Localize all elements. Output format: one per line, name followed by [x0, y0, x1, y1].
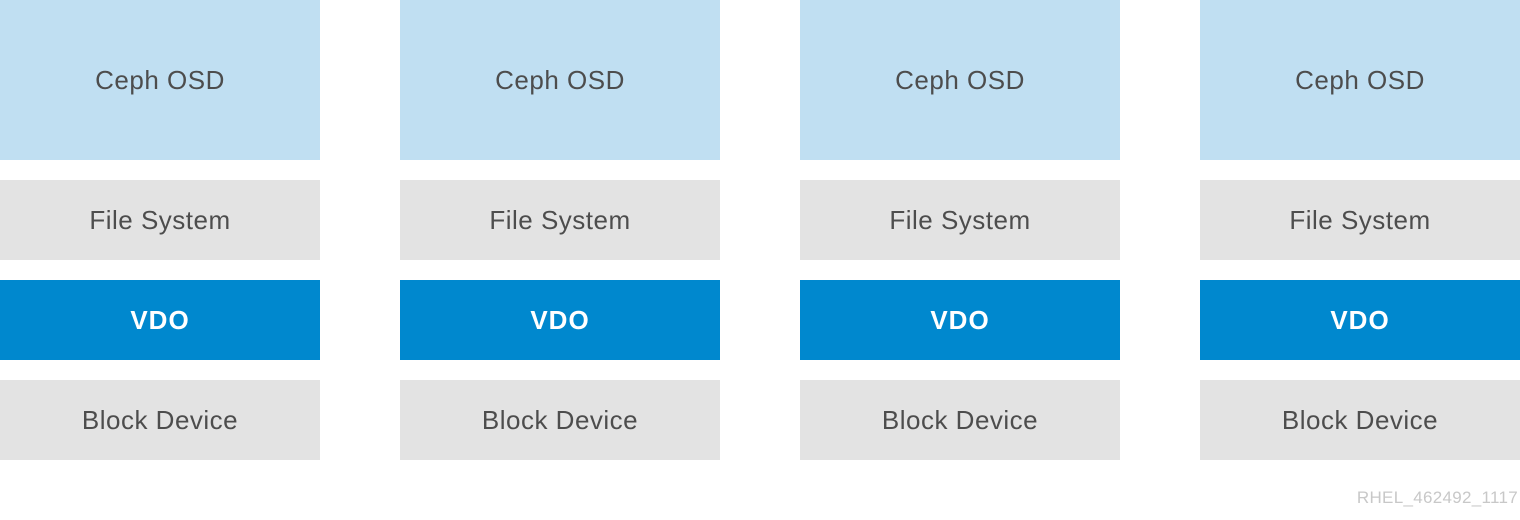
file-system-layer: File System: [800, 180, 1120, 260]
file-system-layer: File System: [1200, 180, 1520, 260]
block-device-layer: Block Device: [0, 380, 320, 460]
storage-stack-2: Ceph OSD File System VDO Block Device: [400, 0, 720, 460]
file-system-layer: File System: [0, 180, 320, 260]
ceph-osd-layer: Ceph OSD: [1200, 0, 1520, 160]
ceph-osd-layer: Ceph OSD: [0, 0, 320, 160]
vdo-layer: VDO: [0, 280, 320, 360]
storage-stack-3: Ceph OSD File System VDO Block Device: [800, 0, 1120, 460]
figure-id-watermark: RHEL_462492_1117: [1356, 488, 1518, 507]
vdo-layer: VDO: [800, 280, 1120, 360]
block-device-layer: Block Device: [1200, 380, 1520, 460]
vdo-layer: VDO: [400, 280, 720, 360]
block-device-layer: Block Device: [400, 380, 720, 460]
storage-stack-4: Ceph OSD File System VDO Block Device: [1200, 0, 1520, 460]
ceph-osd-layer: Ceph OSD: [400, 0, 720, 160]
ceph-osd-layer: Ceph OSD: [800, 0, 1120, 160]
block-device-layer: Block Device: [800, 380, 1120, 460]
file-system-layer: File System: [400, 180, 720, 260]
storage-stack-1: Ceph OSD File System VDO Block Device: [0, 0, 320, 460]
vdo-layer: VDO: [1200, 280, 1520, 360]
